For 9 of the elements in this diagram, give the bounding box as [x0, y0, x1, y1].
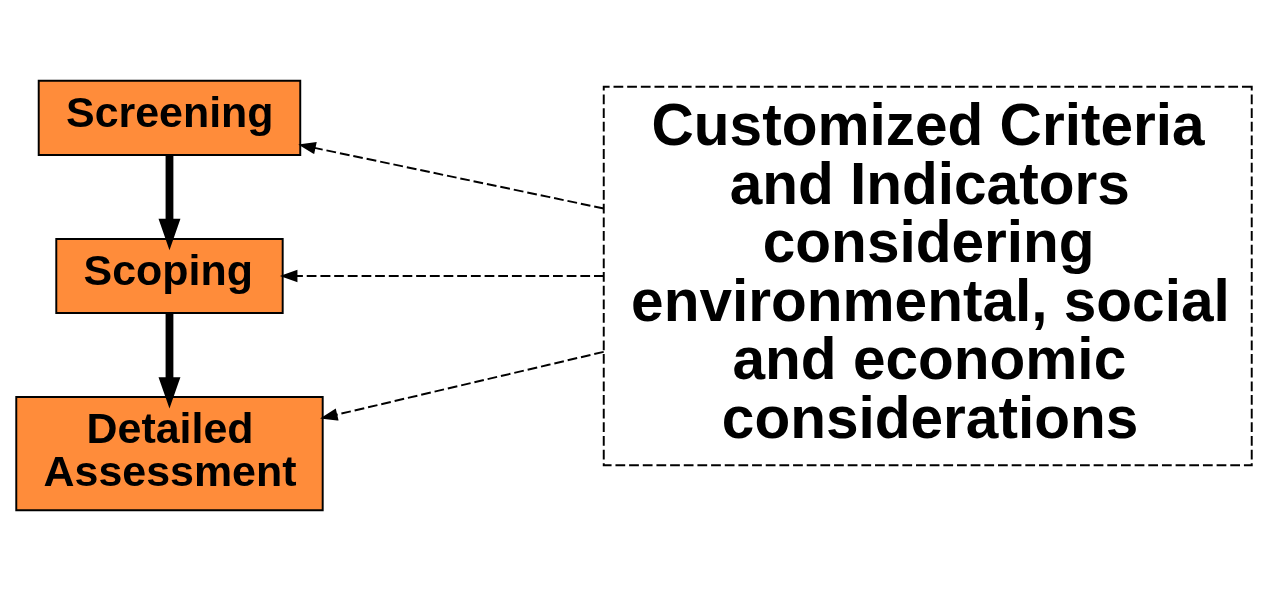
node-box: Scoping: [55, 237, 284, 314]
node-box: Screening: [37, 79, 302, 156]
arrow: [279, 269, 605, 282]
arrow: [320, 350, 605, 421]
arrow: [298, 141, 605, 209]
arrow: [158, 155, 181, 250]
node-box: Detailed Assessment: [15, 395, 324, 511]
node-box: Customized Criteria and Indicators considering environmental, social and economic considerations: [602, 85, 1253, 466]
arrow: [158, 313, 181, 409]
